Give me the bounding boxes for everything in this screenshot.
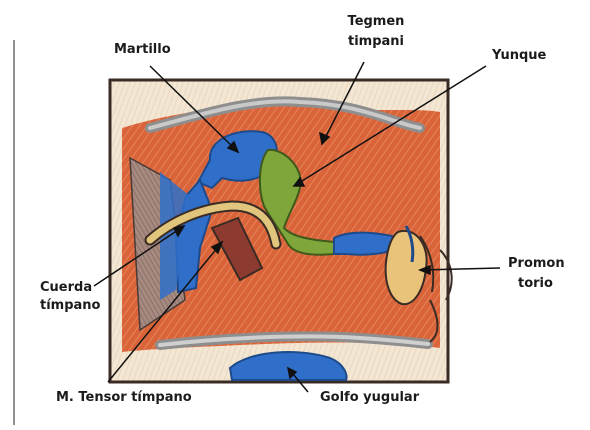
label-cuerda-line1: Cuerda — [40, 280, 92, 295]
label-tegmen-line1: Tegmen — [340, 14, 412, 29]
label-tegmen-line2: timpani — [340, 34, 412, 49]
label-promontorio-line2: torio — [518, 276, 553, 291]
label-cuerda-line2: tímpano — [40, 298, 100, 313]
label-tensor-timpano: M. Tensor tímpano — [56, 390, 192, 405]
label-martillo: Martillo — [114, 42, 171, 57]
label-golfo-yugular: Golfo yugular — [320, 390, 419, 405]
label-yunque: Yunque — [492, 48, 546, 63]
label-promontorio-line1: Promon — [508, 256, 565, 271]
